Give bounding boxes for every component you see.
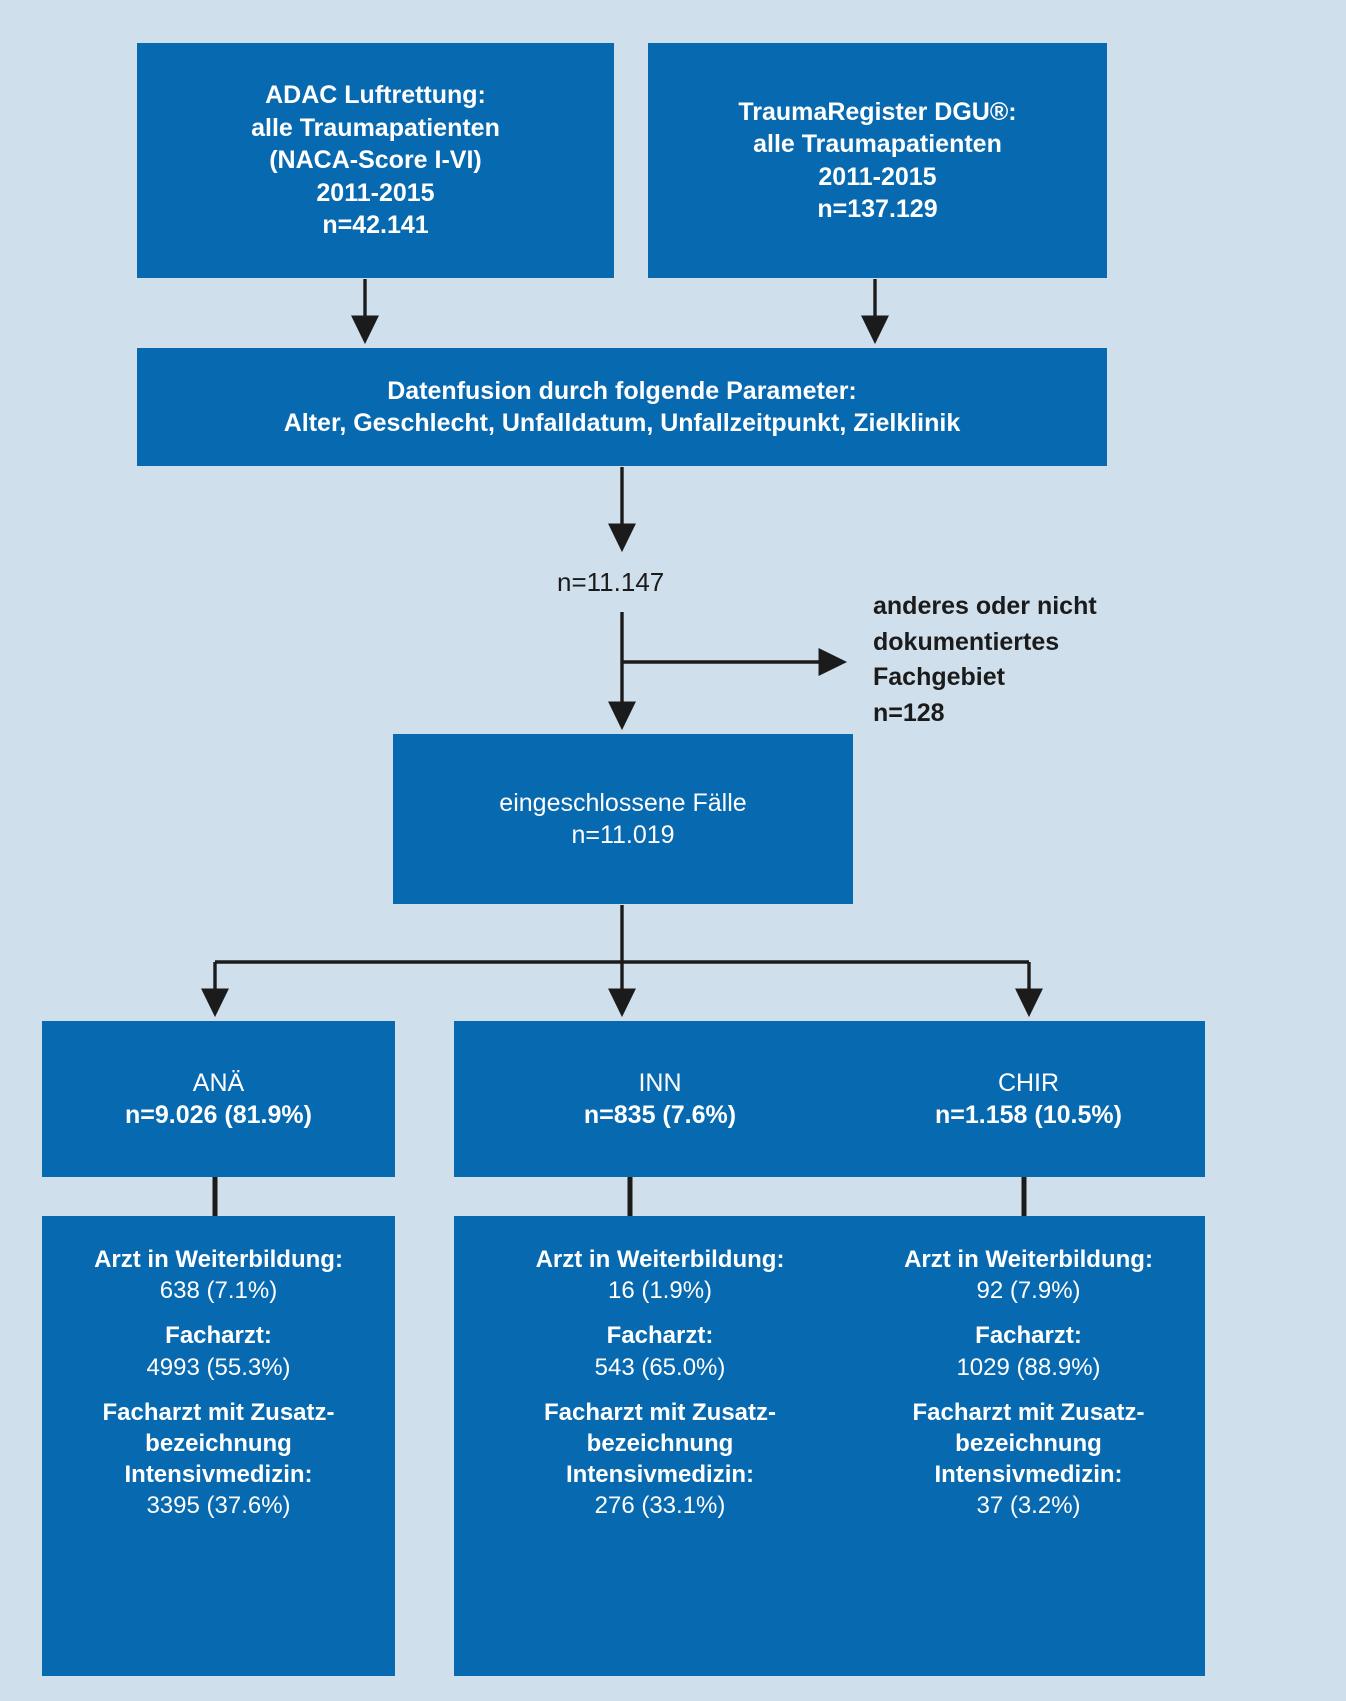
included-line-2: n=11.019 [571, 821, 675, 849]
detail-group: Arzt in Weiterbildung: 16 (1.9%) [536, 1244, 785, 1306]
detail-value: 276 (33.1%) [594, 1492, 726, 1520]
detail-group: Arzt in Weiterbildung: 92 (7.9%) [904, 1244, 1153, 1306]
detail-value: 92 (7.9%) [976, 1277, 1081, 1305]
detail-value: 543 (65.0%) [594, 1353, 726, 1381]
detail-group: Facharzt mit Zusatz- bezeichnung Intensi… [912, 1397, 1144, 1522]
category-ana-count: n=9.026 (81.9%) [125, 1101, 312, 1129]
source-traumaregister-line-2: alle Traumapatienten [753, 130, 1002, 158]
detail-value: 16 (1.9%) [607, 1277, 713, 1305]
source-traumaregister-line-4: n=137.129 [817, 195, 938, 223]
node-detail-ana: Arzt in Weiterbildung: 638 (7.1%) Fachar… [42, 1216, 395, 1676]
detail-value: 37 (3.2%) [976, 1492, 1081, 1520]
detail-group: Facharzt: 543 (65.0%) [595, 1320, 726, 1382]
detail-label-line-1: Facharzt mit Zusatz- [912, 1398, 1145, 1426]
exclusion-line-3: Fachgebiet [873, 663, 1005, 691]
detail-label: Facharzt: [606, 1322, 714, 1350]
detail-label: Arzt in Weiterbildung: [904, 1246, 1153, 1273]
detail-value: 3395 (37.6%) [146, 1492, 291, 1520]
detail-label-line-1: Facharzt mit Zusatz- [102, 1398, 335, 1426]
exclusion-line-4: n=128 [873, 698, 945, 727]
included-line-1: eingeschlossene Fälle [499, 788, 747, 817]
detail-label: Facharzt: [165, 1322, 272, 1350]
detail-group: Facharzt: 1029 (88.9%) [956, 1320, 1100, 1382]
detail-label-line-2: bezeichnung [586, 1429, 734, 1457]
detail-group: Facharzt mit Zusatz- bezeichnung Intensi… [544, 1397, 776, 1522]
category-inn-label: INN [638, 1068, 682, 1097]
source-adac-line-2: alle Traumapatienten [251, 113, 500, 142]
detail-label-line-3: Intensivmedizin: [565, 1461, 755, 1489]
source-adac-line-5: n=42.141 [322, 211, 429, 240]
category-inn-count: n=835 (7.6%) [583, 1101, 737, 1129]
detail-value: 638 (7.1%) [159, 1277, 278, 1305]
detail-value: 4993 (55.3%) [146, 1353, 291, 1381]
source-adac-line-1: ADAC Luftrettung: [265, 81, 486, 110]
node-category-chir: CHIR n=1.158 (10.5%) [852, 1021, 1205, 1177]
label-exclusion: anderes oder nicht dokumentiertes Fachge… [873, 589, 1173, 731]
node-source-traumaregister: TraumaRegister DGU®: alle Traumapatiente… [648, 43, 1107, 278]
detail-group: Arzt in Weiterbildung: 638 (7.1%) [94, 1244, 343, 1306]
datafusion-line-1: Datenfusion durch folgende Parameter: [387, 376, 857, 405]
node-category-inn: INN n=835 (7.6%) [454, 1021, 866, 1177]
detail-group: Facharzt mit Zusatz- bezeichnung Intensi… [102, 1397, 334, 1522]
source-traumaregister-line-1: TraumaRegister DGU®: [738, 97, 1017, 126]
detail-label-line-3: Intensivmedizin: [934, 1461, 1123, 1489]
detail-label: Facharzt: [975, 1322, 1082, 1350]
label-merged-count: n=11.147 [557, 567, 665, 597]
exclusion-line-1: anderes oder nicht [873, 592, 1097, 620]
detail-label-line-2: bezeichnung [955, 1429, 1102, 1457]
category-ana-label: ANÄ [192, 1068, 245, 1097]
node-datafusion: Datenfusion durch folgende Parameter: Al… [137, 348, 1107, 466]
detail-label-line-2: bezeichnung [145, 1429, 292, 1457]
node-detail-inn: Arzt in Weiterbildung: 16 (1.9%) Facharz… [454, 1216, 866, 1676]
detail-value: 1029 (88.9%) [956, 1353, 1101, 1381]
source-adac-line-3: (NACA-Score I-VI) [269, 146, 482, 175]
detail-label: Arzt in Weiterbildung: [535, 1246, 785, 1273]
detail-label-line-3: Intensivmedizin: [124, 1461, 313, 1489]
category-chir-label: CHIR [997, 1068, 1060, 1097]
node-category-ana: ANÄ n=9.026 (81.9%) [42, 1021, 395, 1177]
exclusion-line-2: dokumentiertes [873, 627, 1060, 656]
source-traumaregister-line-3: 2011-2015 [818, 162, 937, 191]
node-detail-chir: Arzt in Weiterbildung: 92 (7.9%) Facharz… [852, 1216, 1205, 1676]
datafusion-line-2: Alter, Geschlecht, Unfalldatum, Unfallze… [283, 409, 961, 437]
detail-label-line-1: Facharzt mit Zusatz- [543, 1398, 777, 1426]
source-adac-line-4: 2011-2015 [316, 178, 435, 207]
node-source-adac: ADAC Luftrettung: alle Traumapatienten (… [137, 43, 614, 278]
category-chir-count: n=1.158 (10.5%) [935, 1101, 1122, 1129]
detail-label: Arzt in Weiterbildung: [94, 1246, 343, 1273]
detail-group: Facharzt: 4993 (55.3%) [146, 1320, 290, 1382]
node-included-cases: eingeschlossene Fälle n=11.019 [393, 734, 853, 904]
